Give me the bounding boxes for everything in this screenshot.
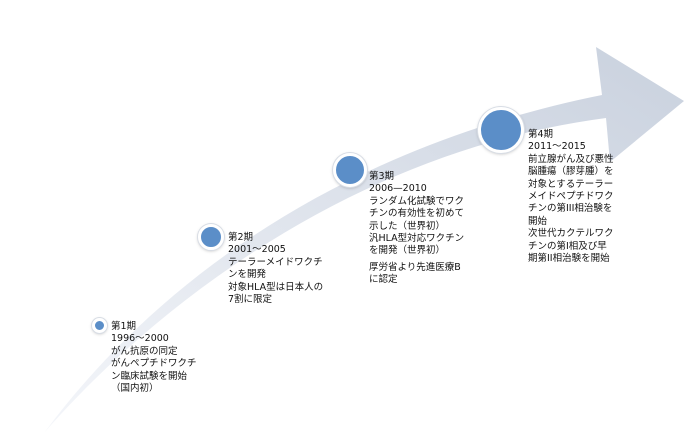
phase-2-line: 対象HLA型は日本人の	[228, 281, 324, 293]
phase-4-line: 対象とするテーラー	[528, 178, 614, 190]
phase-3-extra-line: に認定	[369, 274, 398, 286]
phase-4-line: 前立腺がん及び悪性	[528, 153, 614, 165]
phase-2-label: 第2期 2001～2005 テーラーメイドワクチ ンを開発 対象HLA型は日本人…	[228, 232, 323, 306]
phase-3-years: 2006—2010	[369, 183, 427, 195]
phase-4-line: メイドペプチドワク	[528, 191, 614, 203]
phase-2-line: テーラーメイドワクチ	[228, 256, 323, 268]
phase-4-line: 開始	[528, 215, 548, 227]
phase-3-title: 第3期	[369, 171, 395, 182]
phase-4-line: 期第II相治験を開始	[528, 253, 610, 265]
phase-4-dot	[478, 107, 524, 153]
phase-2-line: ンを開発	[228, 269, 267, 281]
phase-3-line: 汎HLA型対応ワクチン	[369, 233, 465, 245]
phase-3-line: ランダム化試験でワク	[369, 195, 465, 207]
phase-3-line: チンの有効性を初めて	[369, 208, 465, 220]
phase-1-line: ン臨床試験を開始	[111, 370, 188, 382]
phase-4-line: 脳腫瘍（膠芽腫）を	[528, 166, 614, 178]
phase-3-extra-line: 厚労省より先進医療B	[369, 261, 461, 273]
phase-1-years: 1996～2000	[111, 333, 169, 345]
phase-4-label: 第4期 2011～2015 前立腺がん及び悪性 脳腫瘍（膠芽腫）を 対象とするテ…	[528, 129, 614, 265]
phase-2-dot	[198, 224, 224, 250]
phase-2-years: 2001～2005	[228, 244, 286, 256]
phase-4-line: チンの第III相治験を	[528, 203, 613, 215]
phase-3-dot	[333, 153, 367, 187]
phase-1-title: 第1期	[111, 321, 137, 332]
phase-1-line: がんペプチドワクチ	[111, 358, 197, 370]
phase-2-title: 第2期	[228, 232, 254, 243]
phase-3-label: 第3期 2006—2010 ランダム化試験でワク チンの有効性を初めて 示した（…	[369, 171, 464, 287]
phase-3-line: 示した（世界初）	[369, 220, 446, 232]
phase-2-line: 7割に限定	[228, 294, 273, 306]
phase-4-line: 次世代カクテルワク	[528, 228, 614, 240]
phase-4-title: 第4期	[528, 129, 554, 140]
phase-1-label: 第1期 1996～2000 がん抗原の同定 がんペプチドワクチ ン臨床試験を開始…	[111, 321, 197, 395]
phase-1-line: （国内初）	[111, 383, 159, 395]
arrow-shape	[44, 47, 684, 433]
phase-1-line: がん抗原の同定	[111, 345, 178, 357]
phase-4-line: チンの第I相及び早	[528, 240, 607, 252]
phase-1-dot	[92, 318, 107, 333]
phase-4-years: 2011～2015	[528, 141, 586, 153]
phase-3-line: を開発（世界初）	[369, 245, 446, 257]
